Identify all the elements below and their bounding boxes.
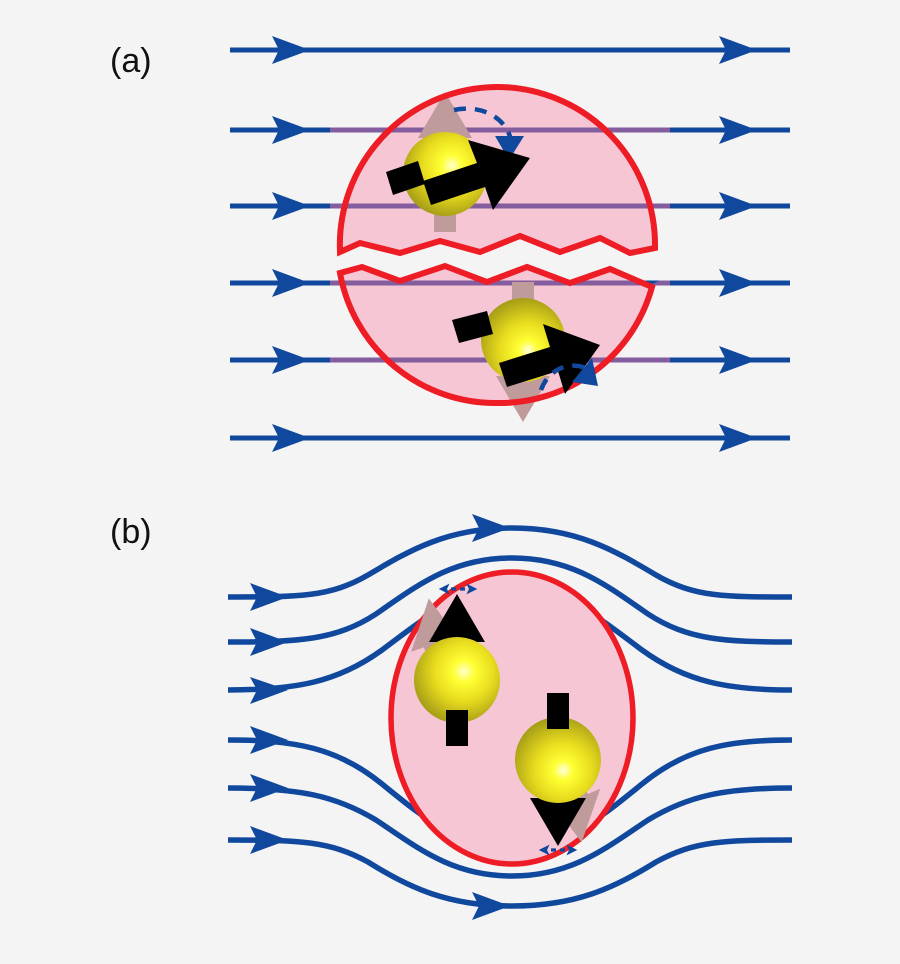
field-arrowhead [719,346,757,374]
moment-arrow-head-upper [423,140,530,210]
field-arrowhead [250,826,288,854]
panel-b: (b) [110,513,793,920]
field-arrowhead [272,36,310,64]
field-arrowhead [719,192,757,220]
spin-sphere-down-b [515,717,601,803]
panel-a: (a) [110,36,790,452]
field-arrowhead [250,726,288,754]
field-arrowhead [250,628,288,656]
field-arrowhead [250,583,288,611]
cracked-boundary-top [336,83,659,257]
field-arrowheads [272,36,757,452]
precession-arrowhead-lower [572,358,598,386]
field-arrowhead [272,116,310,144]
field-line-top-1 [227,525,793,600]
moment-tail-up-b [446,710,468,746]
spin-up-b [414,594,500,746]
field-arrowhead [272,269,310,297]
panel-a-label: (a) [110,42,152,80]
field-arrowhead [719,116,757,144]
field-arrowhead-bottom-apex [472,892,510,920]
precession-arrowhead-upper [495,136,524,160]
field-arrowhead [719,269,757,297]
field-arrowheads-b-apex [472,514,510,920]
precession-arc-lower [538,363,587,391]
cracked-boundary-bottom [336,262,656,407]
field-line-bottom-2 [227,785,793,879]
field-line-top-2 [227,555,793,645]
moment-arrow-upper [386,140,530,210]
moment-arrow-lower [452,311,600,394]
moment-tail-down-b [547,693,569,729]
spin-sphere-up-b [414,637,500,723]
field-line-bottom-3 [227,837,793,909]
field-arrowhead [250,677,288,704]
field-arrowhead [250,774,288,802]
moment-tail-upper [386,161,425,195]
moment-tail-lower [452,311,493,343]
field-arrowhead [719,36,757,64]
field-arrowhead [272,192,310,220]
field-arrowheads-b-left [250,583,288,854]
moment-arrow-head-lower [499,324,600,394]
field-arrowhead-top-apex [472,514,510,542]
field-arrowhead [719,424,757,452]
field-arrowhead [272,424,310,452]
precession-arc-upper [453,106,514,141]
panel-b-label: (b) [110,513,152,551]
field-arrowhead [272,346,310,374]
spin-down-b [515,693,601,846]
